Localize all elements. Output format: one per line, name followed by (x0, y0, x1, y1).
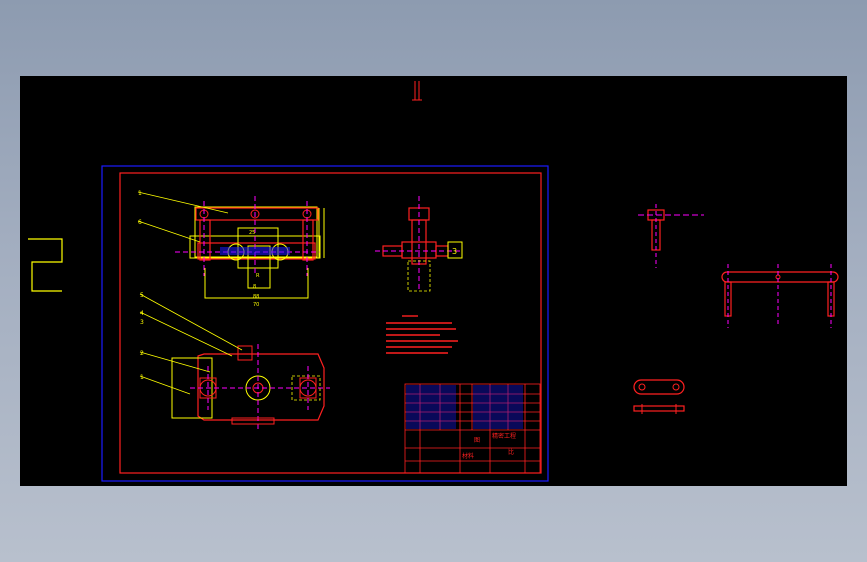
detail-part-link (633, 379, 685, 414)
title-cell: 材料 (462, 452, 474, 460)
leader-label: 1 (140, 374, 144, 381)
leader-label: 3 (140, 319, 144, 326)
top-marker (412, 81, 422, 101)
svg-text:88: 88 (253, 294, 259, 300)
title-cell: 精密工程 (492, 432, 516, 440)
plan-view (171, 344, 330, 432)
leader-label: 4 (140, 310, 144, 317)
title-block (404, 383, 541, 474)
svg-text:R: R (256, 273, 260, 279)
leader-lines-top (137, 191, 229, 243)
front-view: 25 R 8 88 70 (175, 196, 325, 308)
detail-part-clamp (638, 204, 704, 268)
leader-lines-bottom (139, 293, 243, 395)
left-yellow-bracket (28, 238, 63, 292)
title-cell: 比 (508, 448, 514, 456)
leader-label: 6 (138, 219, 142, 226)
leader-label: 1 (138, 190, 142, 197)
title-block-fill (406, 385, 523, 429)
svg-text:3: 3 (452, 247, 457, 256)
title-cell: 图 (474, 437, 480, 444)
leader-label: 5 (140, 292, 144, 299)
side-view: 3 (375, 196, 463, 292)
sheet-outer-frame (101, 165, 549, 482)
cad-drawing-canvas: 25 R 8 88 70 1 6 3 (28, 81, 839, 482)
svg-text:70: 70 (253, 302, 259, 308)
sheet-inner-frame (119, 172, 542, 474)
cad-viewport[interactable]: 25 R 8 88 70 1 6 3 (20, 76, 847, 486)
svg-text:25: 25 (249, 230, 255, 236)
detail-part-bar (721, 264, 839, 328)
technical-notes (386, 315, 458, 354)
svg-text:8: 8 (253, 284, 256, 290)
leader-label: 2 (140, 350, 144, 357)
